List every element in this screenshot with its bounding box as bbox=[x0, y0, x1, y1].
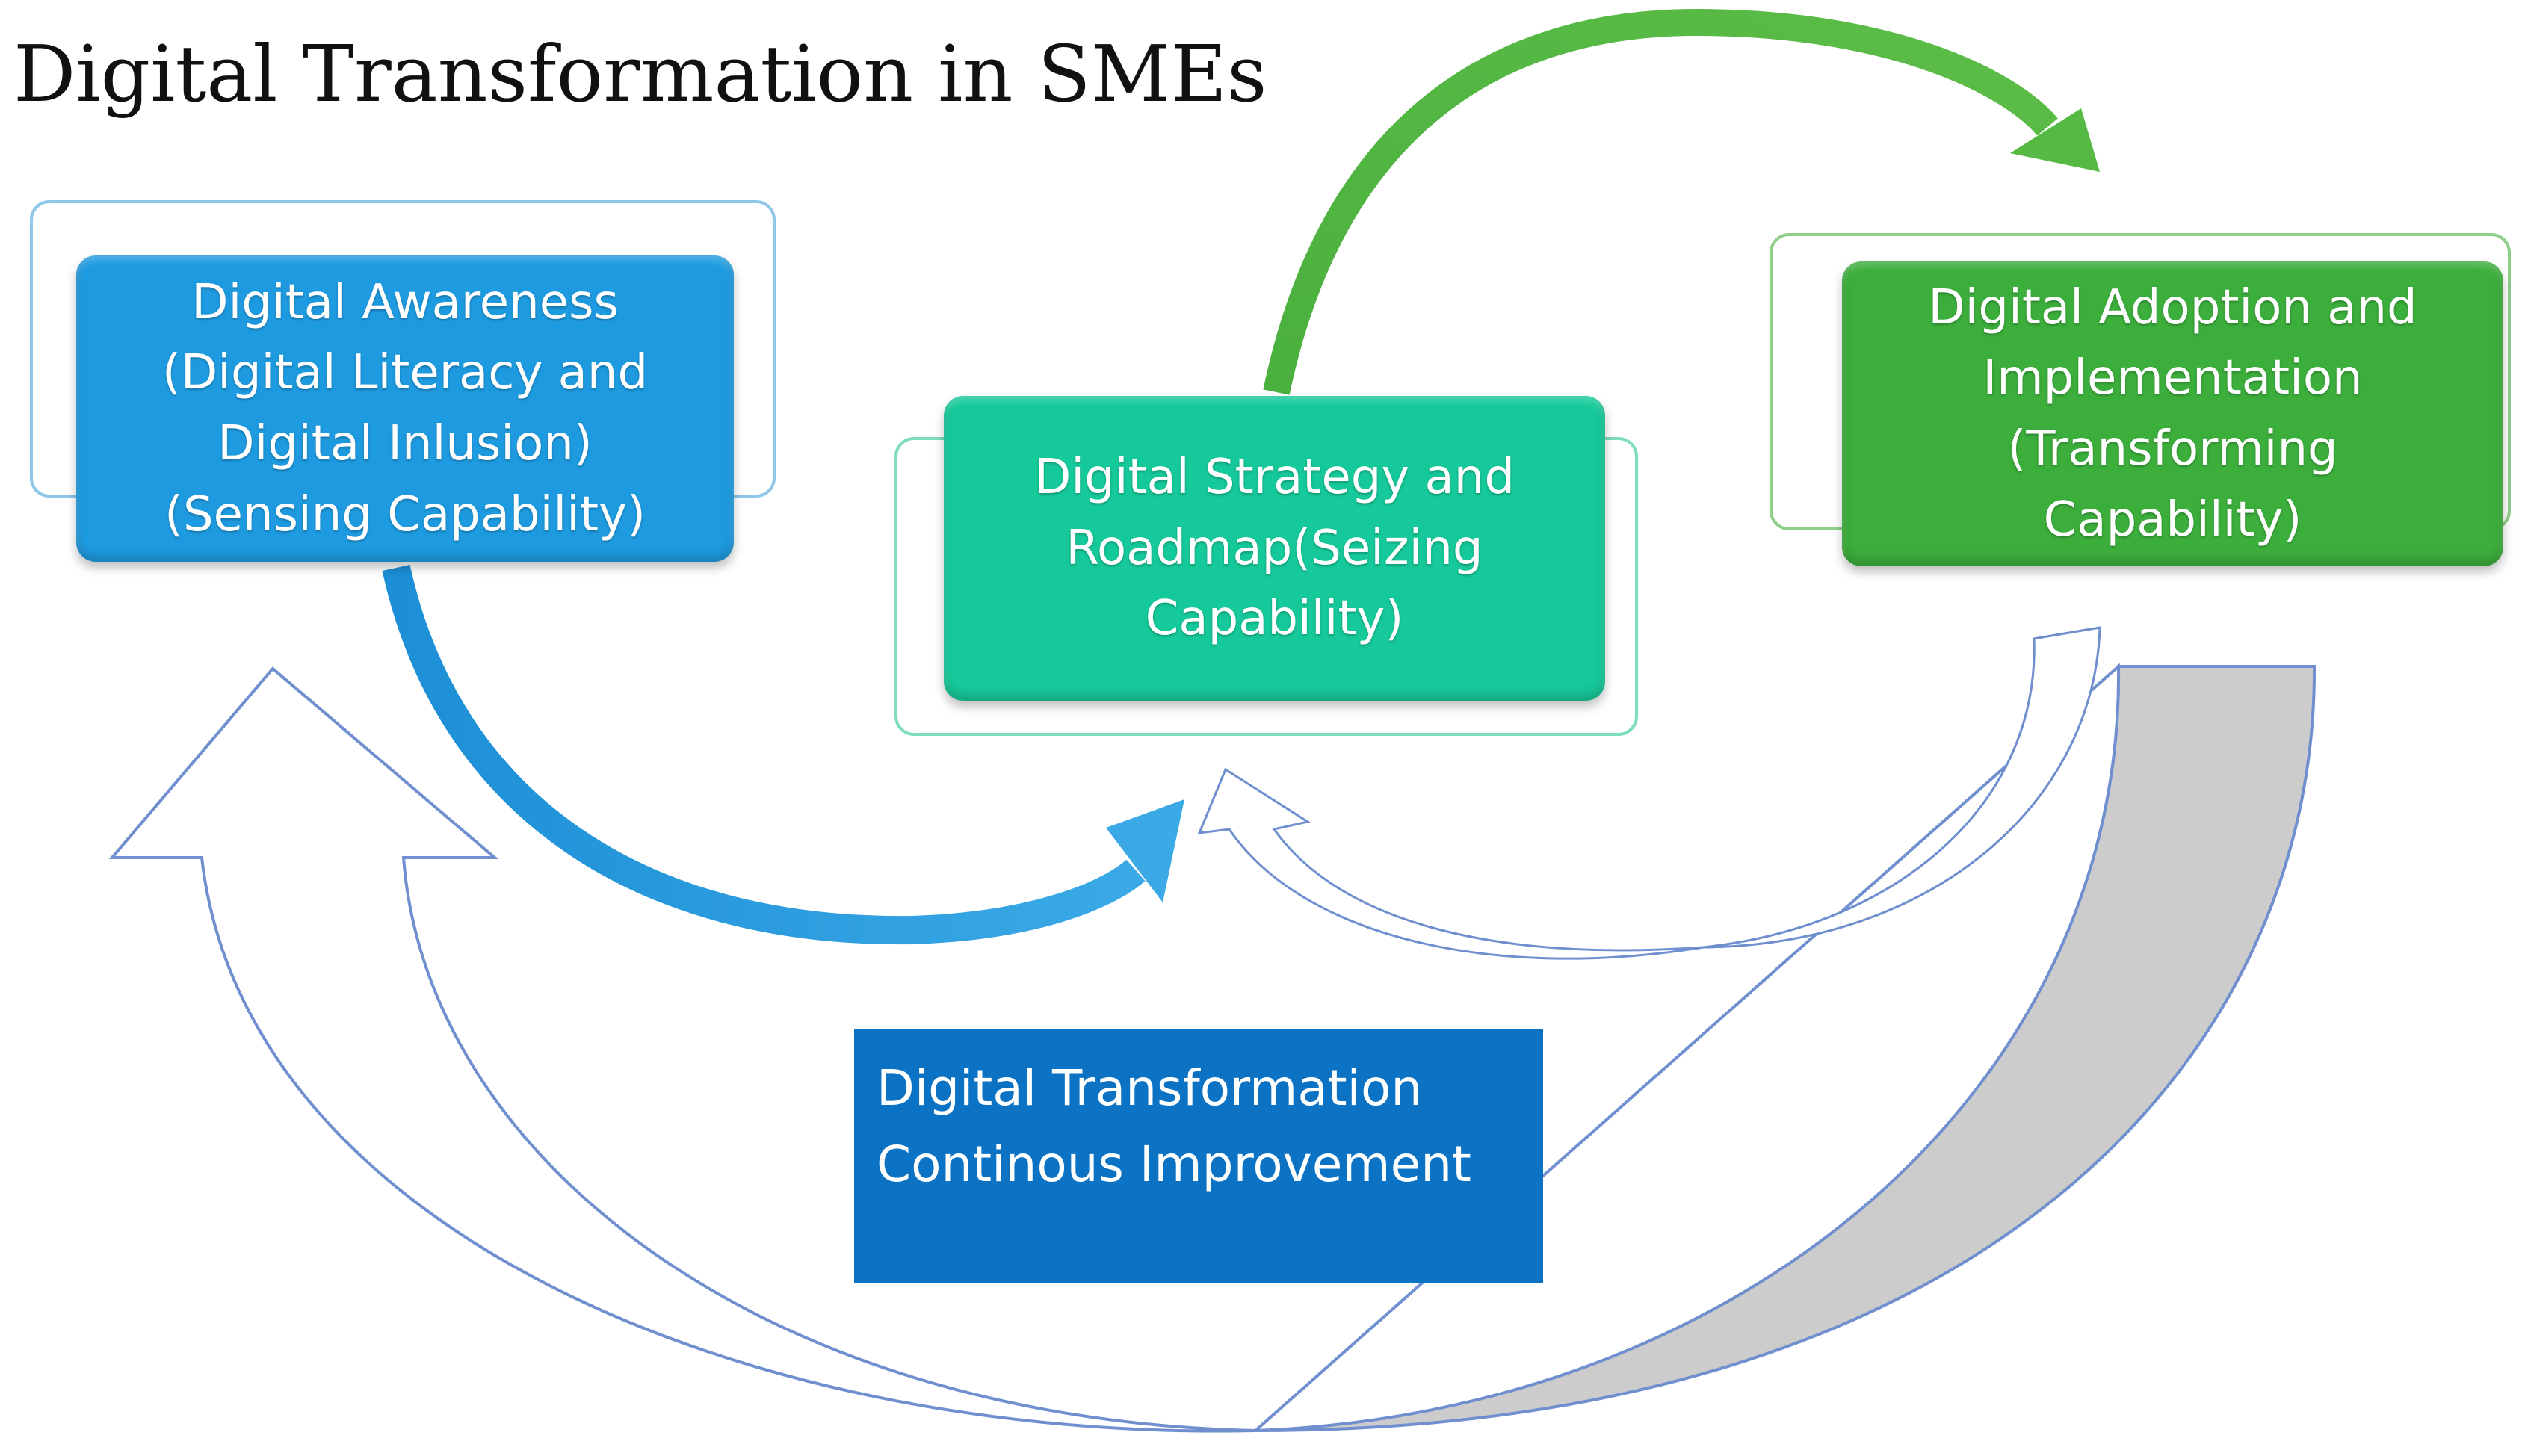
continuous-improvement-label: Digital Transformation Continous Improve… bbox=[877, 1059, 1471, 1194]
green-arc-body bbox=[1263, 8, 2058, 395]
adoption-box: Digital Adoption and Implementation (Tra… bbox=[1842, 261, 2503, 566]
connector-strategy-to-adoption bbox=[1263, 8, 2100, 395]
connector-awareness-to-strategy bbox=[382, 564, 1184, 945]
feedback-arrow-adoption-to-strategy bbox=[1197, 626, 2101, 960]
blue-arc-arrowhead bbox=[1106, 799, 1184, 902]
blue-arc-body bbox=[382, 564, 1146, 945]
diagram-title: Digital Transformation in SMEs bbox=[13, 28, 1267, 120]
continuous-improvement-box: Digital Transformation Continous Improve… bbox=[854, 1029, 1543, 1283]
improvement-loop-outline bbox=[108, 663, 2121, 1433]
awareness-box: Digital Awareness (Digital Literacy and … bbox=[76, 255, 734, 562]
improvement-loop-arrow bbox=[108, 663, 2317, 1433]
awareness-label: Digital Awareness (Digital Literacy and … bbox=[161, 274, 649, 542]
strategy-box: Digital Strategy and Roadmap(Seizing Cap… bbox=[944, 396, 1605, 701]
strategy-label: Digital Strategy and Roadmap(Seizing Cap… bbox=[1034, 449, 1515, 647]
adoption-label: Digital Adoption and Implementation (Tra… bbox=[1928, 279, 2417, 548]
feedback-arrow-outline bbox=[1197, 626, 2101, 960]
green-arc-arrowhead bbox=[2010, 108, 2100, 172]
